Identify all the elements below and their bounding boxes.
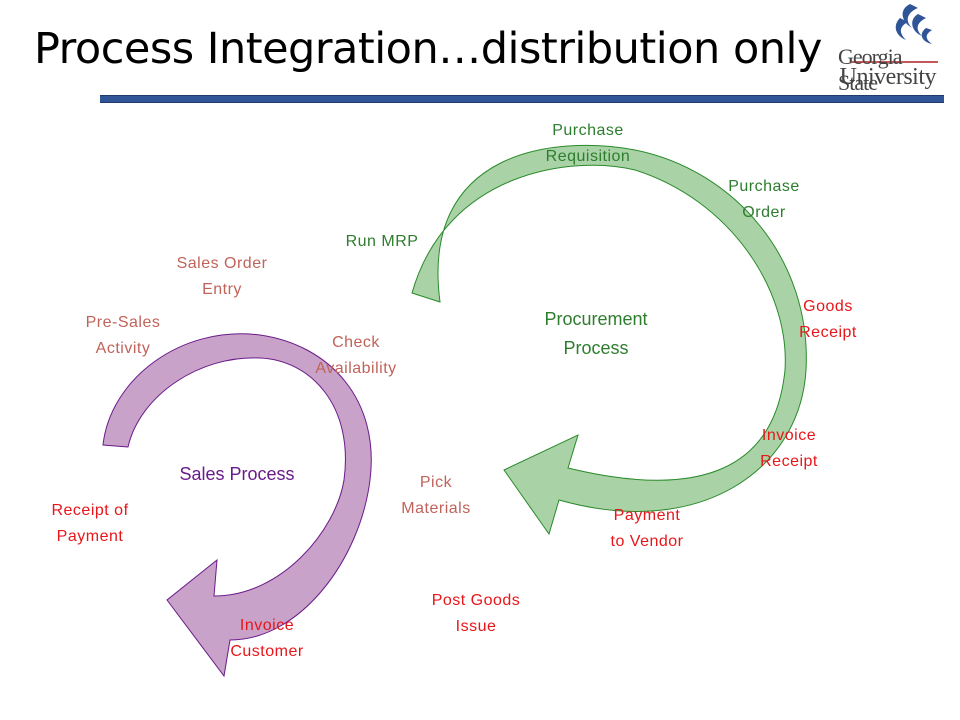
slide-title: Process Integration…distribution only <box>34 24 822 74</box>
step-sales-order-entry: Sales Order Entry <box>176 255 268 298</box>
step-pick-materials: Pick Materials <box>401 474 471 517</box>
step-check-availability: Check Availability <box>315 334 397 377</box>
procurement-cycle-arrow <box>411 144 807 536</box>
step-purchase-order: Purchase Order <box>728 178 800 221</box>
logo-line-2: University <box>839 64 937 90</box>
step-receipt-of-payment: Receipt of Payment <box>51 502 129 545</box>
step-post-goods-issue: Post Goods Issue <box>431 592 521 635</box>
sales-process-label: Sales Process <box>179 464 295 484</box>
step-goods-receipt: Goods Receipt <box>799 298 857 341</box>
title-underline <box>100 95 944 103</box>
step-run-mrp: Run MRP <box>345 233 419 250</box>
flame-icon <box>852 4 938 63</box>
step-invoice-receipt: Invoice Receipt <box>760 427 818 470</box>
step-payment-to-vendor: Payment to Vendor <box>610 507 684 550</box>
procurement-process-label: Procurement Process <box>544 309 648 358</box>
sales-cycle-arrow <box>102 333 372 678</box>
step-purchase-requisition: Purchase Requisition <box>545 122 631 165</box>
step-invoice-customer: Invoice Customer <box>230 617 304 660</box>
step-pre-sales-activity: Pre-Sales Activity <box>85 314 161 357</box>
logo-line-1: Georgia State <box>838 44 902 95</box>
university-logo: Georgia State University <box>838 0 950 96</box>
